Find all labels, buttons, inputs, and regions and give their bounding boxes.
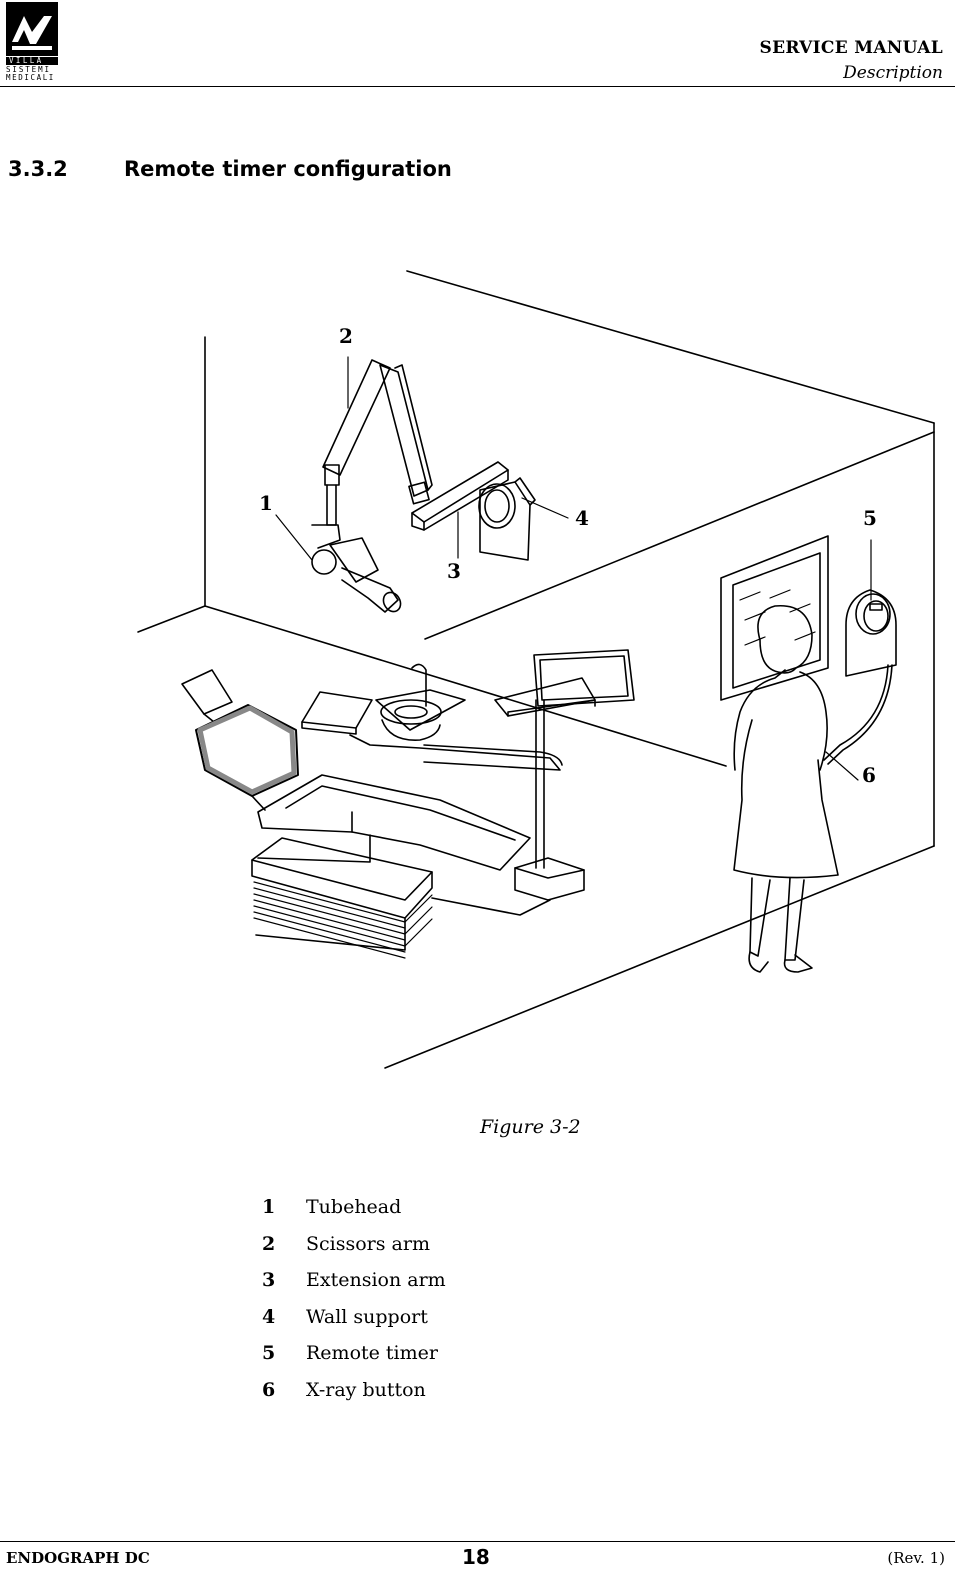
extension-arm [411, 461, 509, 531]
legend-label: X-ray button [306, 1378, 426, 1401]
callout-1: 1 [259, 491, 273, 515]
villa-logo-mark [6, 2, 58, 56]
room-walls [137, 270, 935, 1069]
window [720, 535, 829, 701]
legend-label: Tubehead [306, 1196, 402, 1218]
legend-label: Extension arm [306, 1269, 446, 1291]
legend-number: 2 [262, 1232, 276, 1255]
legend-number: 1 [262, 1196, 276, 1218]
footer-page-number: 18 [462, 1545, 490, 1569]
wall-support [478, 477, 536, 561]
legend-item: 3 Extension arm [262, 1269, 446, 1306]
legend-number: 5 [262, 1342, 276, 1364]
figure-caption: Figure 3-2 [480, 1116, 581, 1138]
dental-room-illustration: 1 2 3 4 5 6 [0, 240, 955, 1100]
scissors-arm [322, 359, 433, 505]
legend-number: 3 [262, 1269, 276, 1291]
legend-label: Remote timer [306, 1342, 438, 1364]
figure-legend: 1 Tubehead 2 Scissors arm 3 Extension ar… [262, 1196, 446, 1415]
header-subtitle: Description [843, 63, 943, 83]
legend-item: 1 Tubehead [262, 1196, 446, 1233]
dental-chair [181, 669, 551, 959]
remote-timer [823, 589, 897, 765]
legend-item: 5 Remote timer [262, 1342, 446, 1379]
footer-product: ENDOGRAPH DC [6, 1549, 150, 1567]
callout-2: 2 [339, 324, 353, 348]
legend-item: 2 Scissors arm [262, 1233, 446, 1270]
logo-text-sistemi: SISTEMI [6, 65, 51, 74]
dental-unit [301, 649, 635, 901]
tubehead [311, 484, 402, 613]
legend-item: 6 X-ray button [262, 1379, 446, 1416]
section-title: Remote timer configuration [124, 157, 452, 181]
callout-4: 4 [575, 506, 589, 530]
callout-6: 6 [862, 763, 876, 787]
footer-revision: (Rev. 1) [887, 1549, 945, 1567]
person-figure [733, 604, 839, 973]
footer-rule [0, 1541, 955, 1542]
section-number: 3.3.2 [8, 157, 68, 181]
header-title: SERVICE MANUAL [759, 38, 943, 58]
logo-text-medicali: MEDICALI [6, 73, 55, 82]
legend-label: Scissors arm [306, 1232, 430, 1255]
header-rule [0, 86, 955, 87]
logo-text-villa: VILLA [6, 57, 58, 65]
legend-number: 6 [262, 1378, 276, 1401]
legend-item: 4 Wall support [262, 1306, 446, 1343]
callout-3: 3 [447, 559, 461, 583]
legend-label: Wall support [306, 1305, 428, 1328]
legend-number: 4 [262, 1305, 276, 1328]
callout-5: 5 [863, 506, 877, 530]
villa-logo: VILLA SISTEMI MEDICALI [6, 2, 60, 82]
callout-leaders [275, 356, 872, 781]
